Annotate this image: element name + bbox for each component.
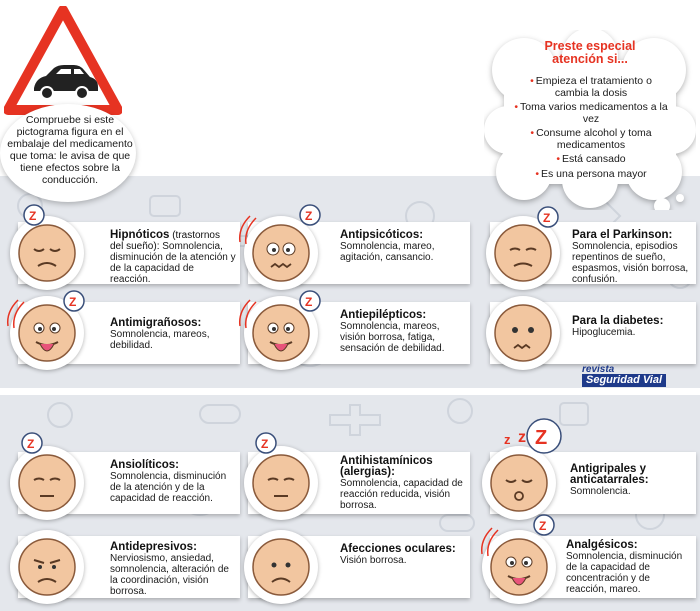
worried-face-icon [486, 296, 560, 370]
agitation-lines-icon [238, 299, 257, 329]
tongue-face-icon [482, 530, 556, 604]
attention-item: •Consume alcohol y toma medicamentos [530, 127, 652, 151]
sleepy-face-icon [244, 446, 318, 520]
svg-text:Z: Z [543, 211, 550, 225]
sad-face-icon [244, 530, 318, 604]
revista-logo: revista Seguridad Vial [582, 364, 692, 387]
anxious-face-icon [10, 530, 84, 604]
warning-bubble [0, 104, 136, 202]
svg-text:Z: Z [535, 427, 547, 449]
agitation-lines-icon [480, 527, 499, 557]
attention-title: Preste especial atención si... [544, 39, 636, 66]
car-icon [34, 65, 98, 100]
dizzy-face-icon [244, 216, 318, 290]
agitation-lines-icon [238, 215, 257, 245]
sleep-z-icon: Z [537, 206, 559, 228]
sleepy-face-icon [486, 216, 560, 290]
sleep-z-icon: Z [533, 514, 555, 536]
svg-text:Z: Z [69, 295, 76, 309]
warning-triangle-icon [4, 6, 122, 115]
attention-item: •Toma varios medicamentos a la vez [514, 101, 668, 125]
sleeping-face-icon [482, 446, 556, 520]
svg-text:Z: Z [27, 437, 34, 451]
sleep-z-icon: Z [299, 290, 321, 312]
attention-item: •Es una persona mayor [535, 167, 647, 180]
attention-item: •Está cansado [556, 153, 626, 165]
svg-text:Z: Z [539, 519, 546, 533]
svg-text:Z: Z [305, 209, 312, 223]
attention-list: •Empieza el tratamiento o cambia la dosi… [514, 75, 668, 183]
svg-text:z: z [518, 429, 526, 446]
svg-text:z: z [504, 432, 511, 447]
attention-item: •Empieza el tratamiento o cambia la dosi… [530, 75, 652, 99]
sleep-z-icon: Z [63, 290, 85, 312]
sleepy-face-icon [10, 446, 84, 520]
multiple-z-icon: z z Z [504, 418, 562, 454]
attention-cloud [484, 30, 696, 210]
sleep-z-icon: Z [23, 204, 45, 226]
sleep-z-icon: Z [255, 432, 277, 454]
svg-text:Z: Z [261, 437, 268, 451]
sleepy-face-icon [10, 216, 84, 290]
sleep-z-icon: Z [21, 432, 43, 454]
svg-text:Z: Z [29, 209, 36, 223]
warning-bubble-text: Compruebe si este pictograma figura en e… [7, 114, 133, 186]
agitation-lines-icon [6, 299, 25, 329]
sleep-z-icon: Z [299, 204, 321, 226]
svg-text:Z: Z [305, 295, 312, 309]
